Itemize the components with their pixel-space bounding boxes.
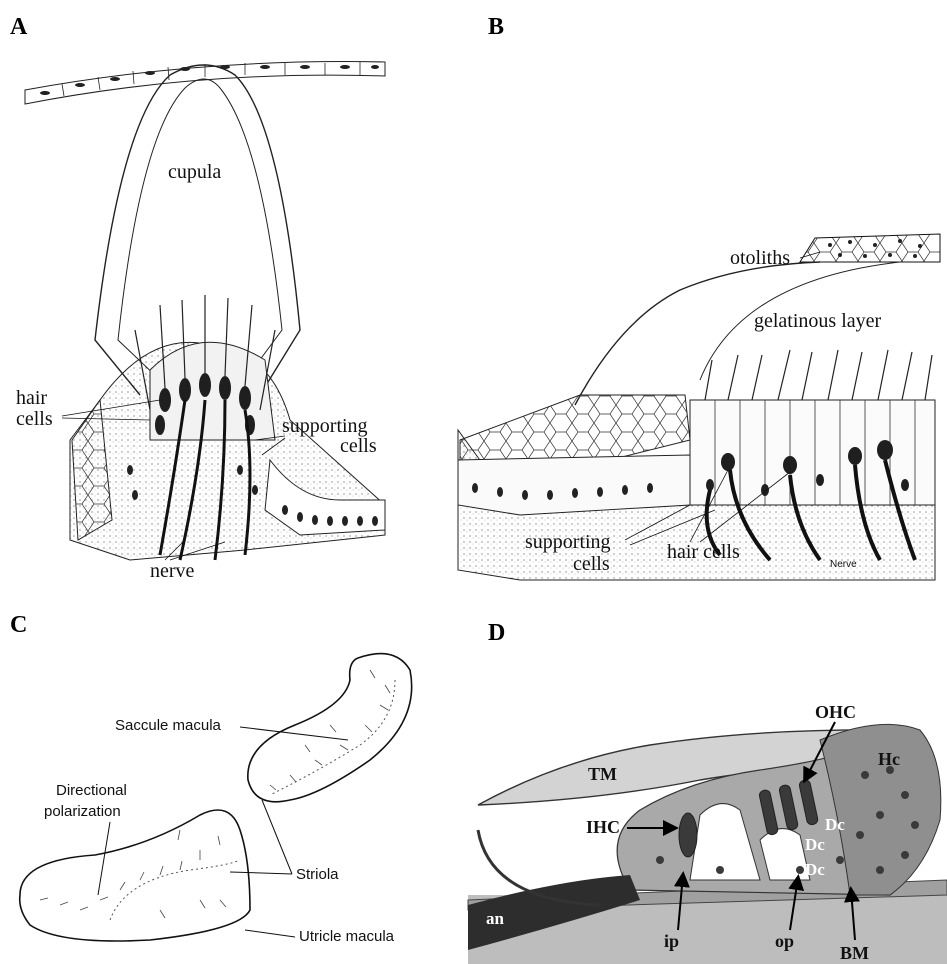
an-label: an [486,909,505,928]
polarization-label: polarization [44,803,121,820]
supporting-label: supporting [525,531,611,553]
hc-label: Hc [878,749,900,769]
inner-hair-cell [679,813,697,857]
directional-label: Directional [56,782,127,799]
saccule-macula-shape [248,654,412,802]
saccule-macula-label: Saccule macula [115,717,222,734]
ip-label: ip [664,931,679,951]
cupula-label: cupula [168,161,221,183]
dc-label-1: Dc [825,815,845,834]
panel-a: A cupula [10,14,385,582]
supporting-cells-label: cells [573,553,610,575]
otolith-crystals [800,234,940,262]
panel-b-letter: B [488,14,504,40]
utricle-macula-label: Utricle macula [299,928,395,945]
panel-a-letter: A [10,14,28,40]
nerve-label: nerve [150,560,195,582]
dc-label-2: Dc [805,835,825,854]
tm-label: TM [588,764,617,784]
surface-cell-mosaic [460,395,690,460]
panel-c-letter: C [10,612,27,638]
striola-label: Striola [296,866,339,883]
gelatinous-layer-label: gelatinous layer [754,310,882,332]
ihc-label: IHC [586,817,620,837]
panel-d: D TM OHC [468,620,947,964]
op-label: op [775,931,794,951]
supporting-cells-label: cells [340,435,377,457]
panel-d-letter: D [488,620,505,646]
cupula-inner-outline [118,79,282,380]
supporting-label: supporting [282,415,368,437]
hair-cells-label: hair cells [667,541,740,563]
bm-label: BM [840,943,869,963]
ohc-label: OHC [815,702,856,722]
hair-cells-label: cells [16,408,53,430]
roof-epithelium [25,62,385,104]
nerve-label: Nerve [830,559,857,570]
panel-b: B [458,14,940,580]
utricle-macula-shape [20,810,250,941]
hair-label: hair [16,387,47,409]
otoliths-label: otoliths [730,247,790,269]
dc-label-3: Dc [805,860,825,879]
gelatinous-outer-curve [575,262,820,405]
panel-c: C Saccule macula Directional polarizatio… [10,612,412,945]
